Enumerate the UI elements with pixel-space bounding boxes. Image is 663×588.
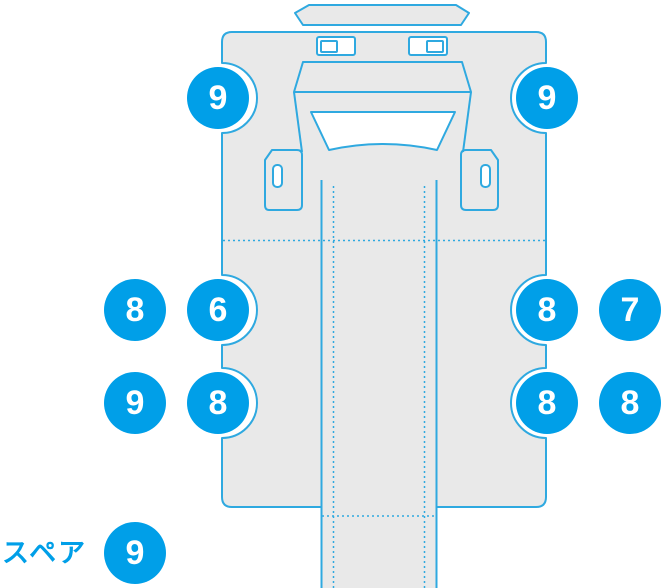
tire-badge-rear2-right-outer: 8	[599, 372, 661, 434]
seat-left	[264, 149, 303, 211]
tire-badge-rear1-right-inner: 8	[516, 279, 578, 341]
tire-badge-spare: 9	[104, 522, 166, 584]
tire-badge-rear2-left-inner: 8	[187, 372, 249, 434]
cab-hatch-right-inner	[426, 40, 444, 53]
spare-tire-label: スペア	[2, 538, 88, 568]
tire-badge-rear1-right-outer: 7	[599, 279, 661, 341]
seat-right	[460, 149, 499, 211]
tire-badge-front-left: 9	[187, 67, 249, 129]
front-bumper-strip	[294, 4, 470, 26]
tire-badge-rear1-left-inner: 6	[187, 279, 249, 341]
vehicle-body	[221, 31, 547, 508]
tire-badge-front-right: 9	[516, 67, 578, 129]
tire-badge-rear2-right-inner: 8	[516, 372, 578, 434]
tire-badge-rear1-left-outer: 8	[104, 279, 166, 341]
tire-badge-rear2-left-outer: 9	[104, 372, 166, 434]
seat-left-slot	[272, 164, 283, 188]
cab-side-right	[462, 91, 472, 153]
cab-side-left	[293, 91, 303, 153]
windshield	[310, 111, 456, 151]
cab-hatch-left-inner	[320, 40, 338, 53]
seat-right-slot	[480, 164, 491, 188]
cargo-frame-fill	[322, 440, 436, 588]
